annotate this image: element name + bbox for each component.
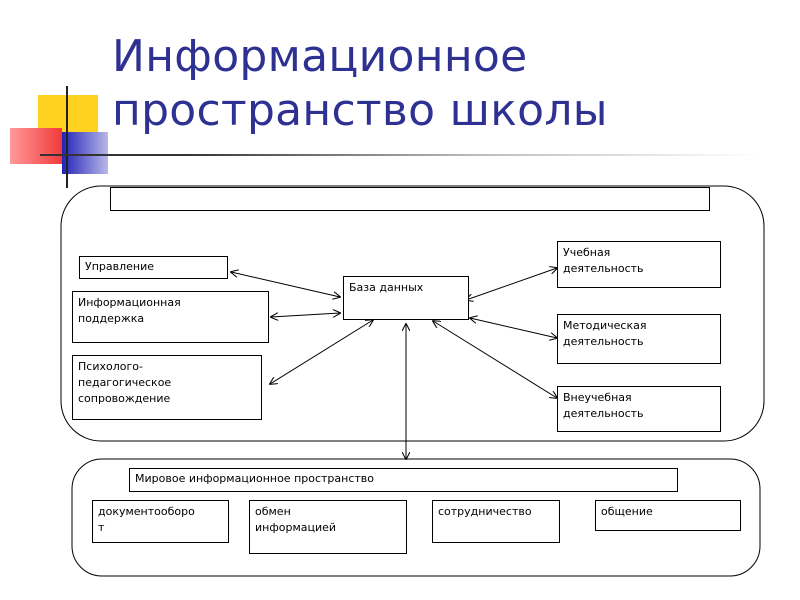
box-study: Учебная деятельность (557, 241, 721, 288)
slide-title-line-2: пространство школы (112, 85, 608, 136)
decor-red-square (10, 128, 62, 164)
box-database: База данных (343, 276, 469, 320)
top-panel-header (110, 187, 710, 211)
arrow-methodical (470, 318, 557, 338)
box-psych-support: Психолого- педагогическое сопровождение (72, 355, 262, 420)
box-cooperation: сотрудничество (432, 500, 560, 543)
slide-title: Информационное пространство школы (112, 30, 762, 138)
box-world-info-space: Мировое информационное пространство (129, 468, 678, 492)
box-info-exchange: обмен информацией (249, 500, 407, 554)
box-document-flow: документооборо т (92, 500, 229, 543)
box-extracurricular: Внеучебная деятельность (557, 386, 721, 432)
slide-title-line-1: Информационное (112, 31, 528, 82)
arrow-extracurricular (433, 321, 557, 398)
arrow-psych-support (270, 320, 373, 384)
box-methodical: Методическая деятельность (557, 314, 721, 364)
top-panel-outline (60, 185, 765, 442)
arrow-info-support (271, 313, 340, 317)
arrow-management (231, 272, 340, 297)
decor-vertical-line (66, 86, 68, 188)
box-management: Управление (79, 256, 228, 279)
decor-blue-square (62, 132, 108, 174)
bottom-panel-outline (71, 458, 761, 577)
arrow-study (466, 268, 557, 300)
box-info-support: Информационная поддержка (72, 291, 269, 343)
box-communication: общение (595, 500, 741, 531)
decor-horizontal-line (40, 154, 760, 156)
